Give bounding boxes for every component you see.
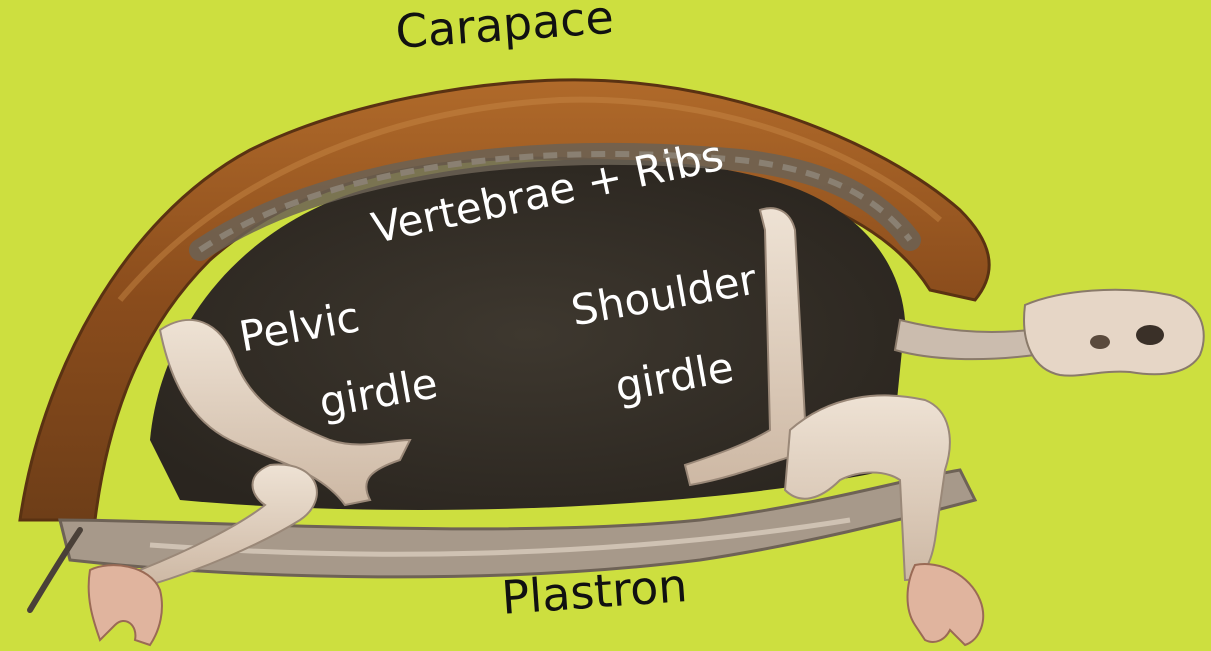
skull xyxy=(1024,290,1204,376)
nasal-opening xyxy=(1090,335,1110,349)
label-plastron: Plastron xyxy=(500,561,689,622)
eye-socket xyxy=(1136,325,1164,345)
